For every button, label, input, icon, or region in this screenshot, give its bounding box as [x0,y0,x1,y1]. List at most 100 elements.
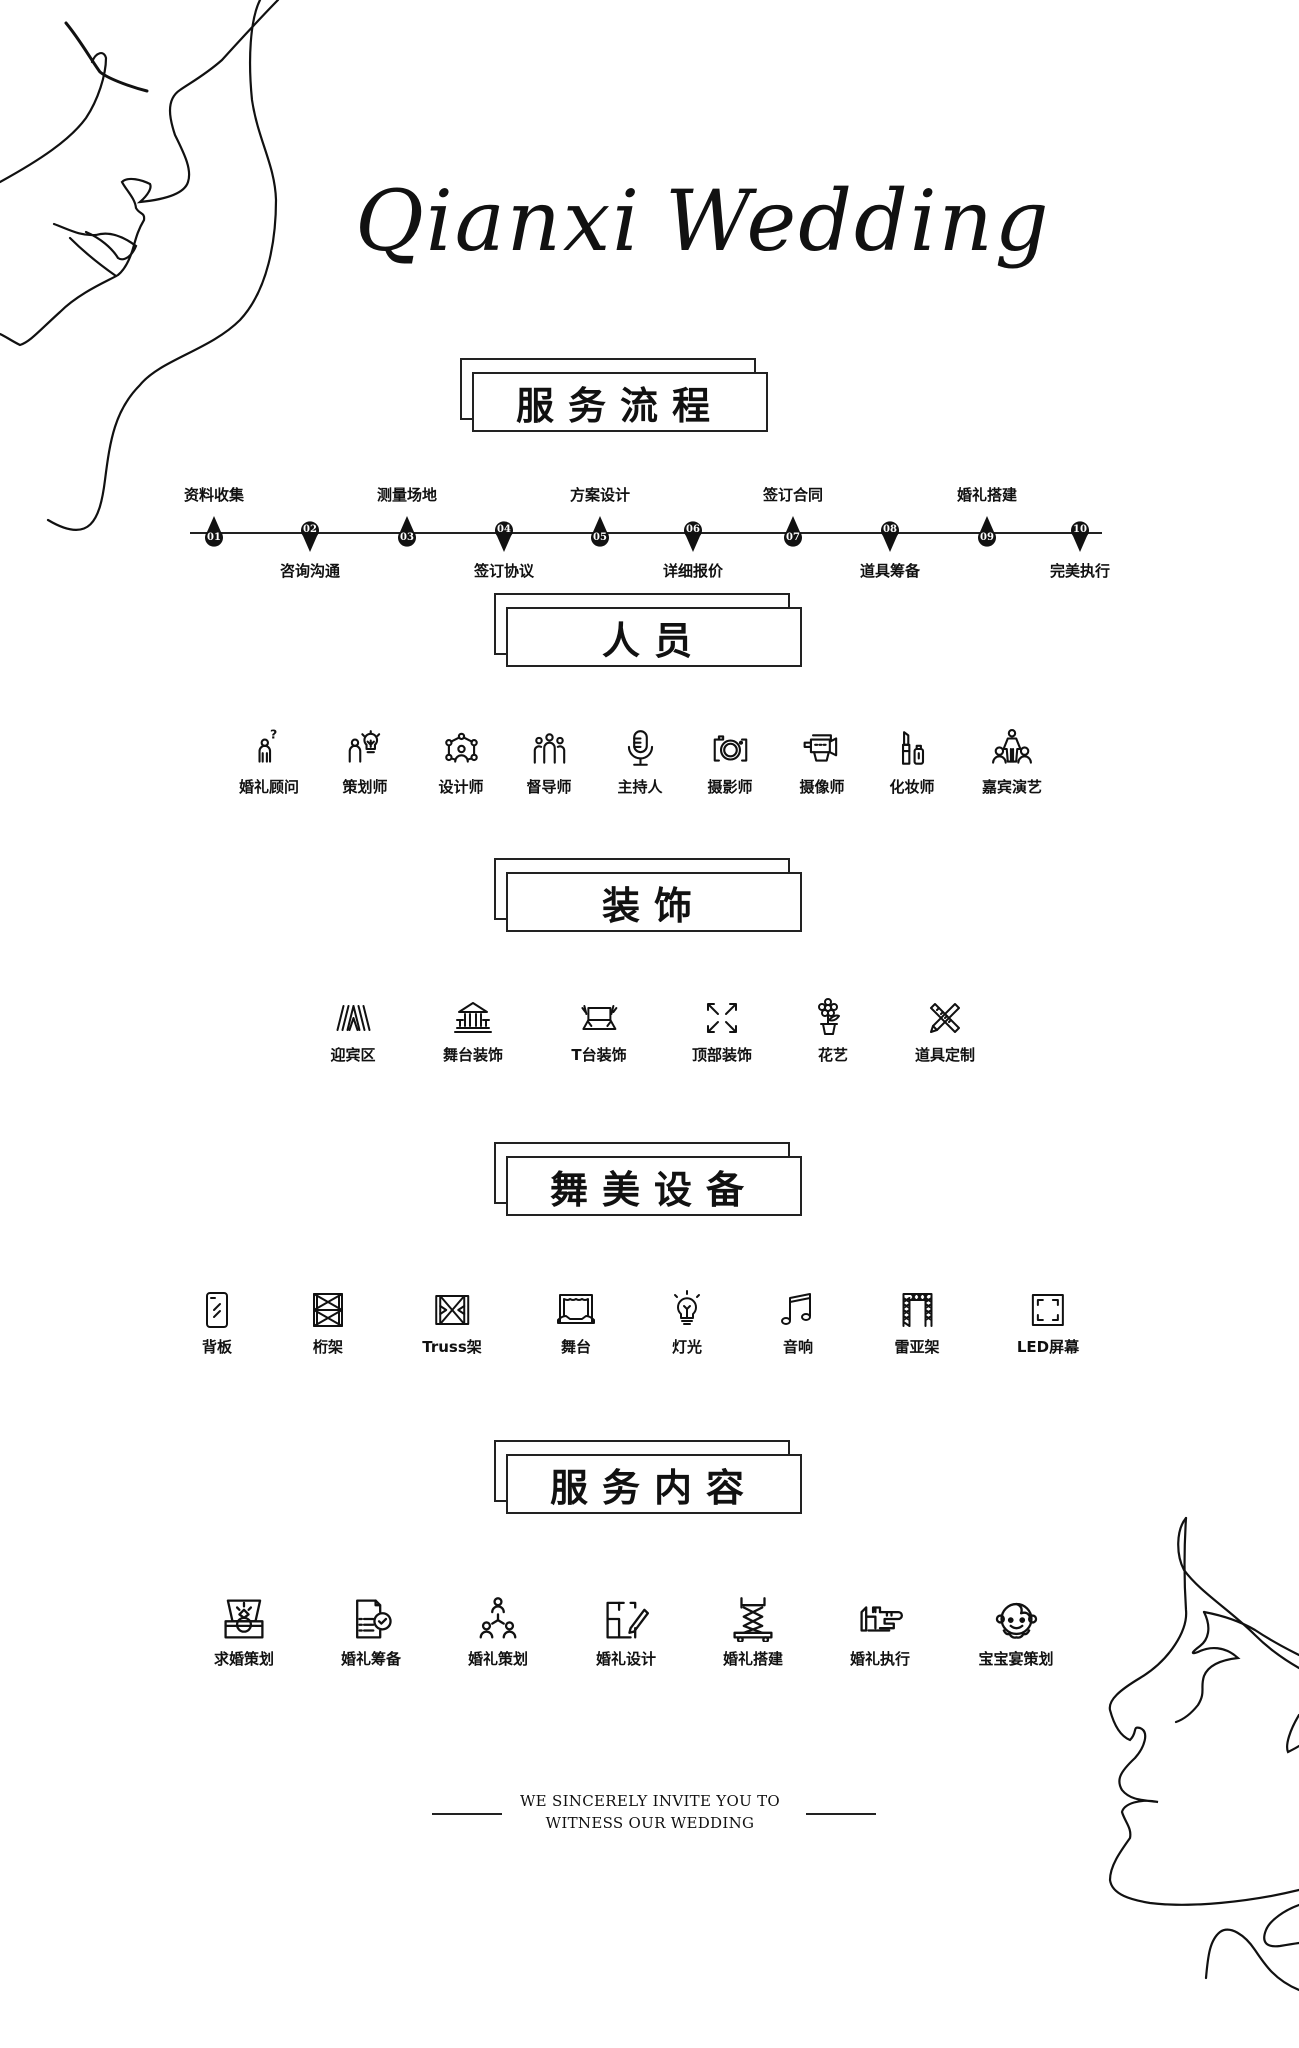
timeline-step-label: 道具筹备 [859,562,921,580]
item-label: 主持人 [617,778,663,796]
brand-title: Qianxi Wedding [355,160,1048,290]
list-item: 桁架 [308,1290,348,1357]
list-item: LED屏幕 [1017,1290,1079,1357]
invitation-line-1: WE SINCERELY INVITE YOU TO [519,1792,781,1810]
brand-title-part2: Wedding [665,172,1051,270]
microphone-icon [627,730,653,766]
timeline-line [190,532,1102,534]
section-header-process: 服务流程 [460,358,768,432]
item-label: 婚礼执行 [849,1650,911,1668]
list-item: ?婚礼顾问 [239,728,299,797]
timeline-pin-01: 01 [203,516,225,550]
section-title: 舞美设备 [506,1156,802,1216]
truss-bowtie-icon [435,1295,469,1325]
section-title: 装饰 [506,872,802,932]
layher-arch-icon [901,1293,932,1327]
clamp-icon [860,1606,903,1632]
drop-pin-icon [495,521,513,552]
document-check-icon [356,1599,392,1639]
timeline-step-label: 方案设计 [569,486,631,504]
item-label: 顶部装饰 [691,1046,753,1064]
item-label: 婚礼顾问 [238,778,300,796]
list-item: 顶部装饰 [692,998,752,1065]
item-label: T台装饰 [571,1046,627,1064]
item-label: 摄像师 [799,778,845,796]
list-item: 策划师 [342,728,388,797]
section-header-staff: 人员 [494,593,802,667]
team-hierarchy-icon [479,1597,517,1639]
drop-pin-icon [591,516,609,547]
list-item: 婚礼设计 [596,1596,656,1669]
drop-pin-icon [978,516,996,547]
truss-frame-icon [313,1293,343,1327]
list-item: 婚礼执行 [850,1596,910,1669]
list-item: 督导师 [526,728,572,797]
flower-pot-icon [818,998,840,1035]
stage-building-icon [453,1002,492,1033]
item-label: 灯光 [671,1338,702,1356]
timeline-step-number: 06 [686,524,700,535]
list-item: 主持人 [617,728,663,797]
item-label: 婚礼搭建 [722,1650,784,1668]
list-item: 嘉宾演艺 [982,728,1042,797]
footer-divider-left [432,1813,502,1815]
drop-pin-icon [784,516,802,547]
section-title: 服务内容 [506,1454,802,1514]
timeline-pin-06: 06 [682,518,704,552]
performer-icon [992,729,1032,764]
timeline-step-number: 07 [786,532,800,543]
item-label: 婚礼设计 [595,1650,657,1668]
section-header-decoration: 装饰 [494,858,802,932]
item-label: LED屏幕 [1016,1338,1080,1356]
ring-box-icon [224,1599,264,1639]
item-label: 婚礼筹备 [340,1650,402,1668]
item-label: 求婚策划 [213,1650,275,1668]
network-person-icon [444,732,478,763]
timeline-step-label: 测量场地 [376,486,438,504]
item-label: 宝宝宴策划 [978,1650,1054,1668]
music-note-icon [781,1293,811,1325]
brand-title-part1: Qianxi [355,172,642,270]
list-item: Truss架 [422,1290,482,1357]
floorplan-pencil-icon [606,1601,649,1639]
list-item: 舞台装饰 [443,998,503,1065]
item-label: 化妆师 [889,778,935,796]
timeline-pin-02: 02 [299,518,321,552]
timeline-step-number: 04 [497,524,511,535]
list-item: 花艺 [813,998,853,1065]
group-icon [533,733,565,764]
list-item: 婚礼筹备 [341,1596,401,1669]
timeline-pin-10: 10 [1069,518,1091,552]
list-item: 摄像师 [799,728,845,797]
ruler-pencil-icon [929,1003,960,1033]
line-art-face-top-left [0,0,280,532]
expand-arrows-icon [706,1003,737,1033]
item-label: 嘉宾演艺 [981,778,1043,796]
timeline-step-number: 10 [1073,524,1087,535]
timeline-step-number: 01 [207,532,221,543]
video-camera-icon [803,734,837,762]
list-item: 婚礼策划 [468,1596,528,1669]
timeline-step-label: 完美执行 [1049,562,1111,580]
list-item: 背板 [197,1290,237,1357]
item-label: 舞台装饰 [442,1046,504,1064]
invitation-text: WE SINCERELY INVITE YOU TO WITNESS OUR W… [500,1790,800,1834]
drop-pin-icon [881,521,899,552]
timeline-step-label: 咨询沟通 [279,562,341,580]
stage-curtain-icon [557,1294,595,1324]
item-label: 迎宾区 [330,1046,376,1064]
item-label: Truss架 [422,1338,482,1356]
led-screen-icon [1031,1294,1064,1326]
item-label: 背板 [201,1338,232,1356]
item-label: 雷亚架 [894,1338,940,1356]
timeline-step-label: 签订合同 [762,486,824,504]
invitation-line-2: WITNESS OUR WEDDING [545,1814,755,1832]
item-label: 策划师 [342,778,388,796]
timeline-pin-08: 08 [879,518,901,552]
drop-pin-icon [1071,521,1089,552]
section-title: 人员 [506,607,802,667]
item-label: 桁架 [312,1338,343,1356]
timeline-step-label: 详细报价 [662,562,724,580]
timeline-step-number: 09 [980,532,994,543]
runway-icon [580,1005,617,1030]
